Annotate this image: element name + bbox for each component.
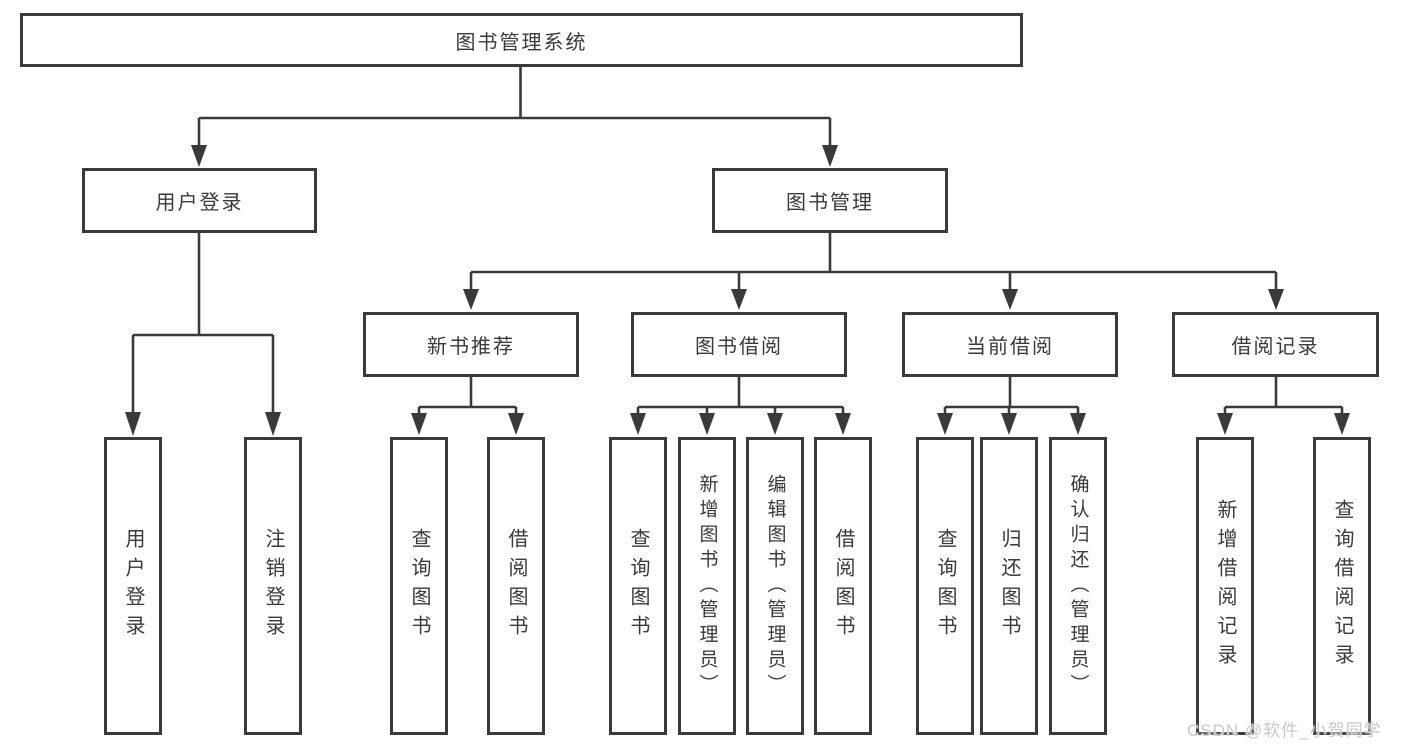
arrowhead	[1217, 413, 1233, 435]
node-book-borrowing: 图书借阅	[631, 312, 847, 377]
node-leaf-return-books: 归还图书	[980, 437, 1038, 735]
arrowhead	[630, 413, 646, 435]
arrowhead	[191, 145, 207, 167]
arrowhead	[767, 413, 783, 435]
node-leaf-add-books-admin: 新增图书（管理员）	[678, 437, 736, 735]
arrowhead	[463, 289, 479, 310]
node-user-login: 用户登录	[82, 168, 317, 233]
node-leaf-logout-login: 注销登录	[244, 437, 302, 735]
arrowhead	[508, 413, 524, 435]
arrowhead	[1070, 413, 1086, 435]
arrowhead	[411, 413, 427, 435]
node-leaf-user-login: 用户登录	[104, 437, 162, 735]
node-current-borrowing: 当前借阅	[902, 312, 1118, 377]
arrowhead	[822, 145, 838, 167]
node-leaf-confirm-return-admin: 确认归还（管理员）	[1049, 437, 1107, 735]
node-leaf-query-borrow-record: 查询借阅记录	[1313, 437, 1371, 735]
node-new-book-recommend: 新书推荐	[363, 312, 579, 377]
arrowhead	[835, 413, 851, 435]
arrowhead	[937, 413, 953, 435]
arrowhead	[265, 412, 281, 436]
arrowhead	[1002, 289, 1018, 310]
node-library-management-system: 图书管理系统	[20, 13, 1023, 67]
arrowhead	[1268, 289, 1284, 310]
arrowhead	[1001, 413, 1017, 435]
arrowhead	[699, 413, 715, 435]
node-leaf-query-books-recommend: 查询图书	[390, 437, 448, 735]
connector-path	[131, 67, 1344, 414]
node-leaf-borrow-books-recommend: 借阅图书	[487, 437, 545, 735]
arrowhead	[731, 289, 747, 310]
node-leaf-query-books-borrowing: 查询图书	[609, 437, 667, 735]
node-leaf-edit-books-admin: 编辑图书（管理员）	[746, 437, 804, 735]
arrowhead	[1334, 413, 1350, 435]
node-leaf-query-books-current: 查询图书	[916, 437, 974, 735]
arrowhead	[125, 412, 141, 436]
node-leaf-borrow-books: 借阅图书	[814, 437, 872, 735]
node-book-management: 图书管理	[712, 168, 948, 233]
csdn-watermark: CSDN @软件_小贺同学	[1187, 721, 1382, 740]
node-borrow-records: 借阅记录	[1172, 312, 1379, 377]
node-leaf-add-borrow-record: 新增借阅记录	[1196, 437, 1254, 735]
